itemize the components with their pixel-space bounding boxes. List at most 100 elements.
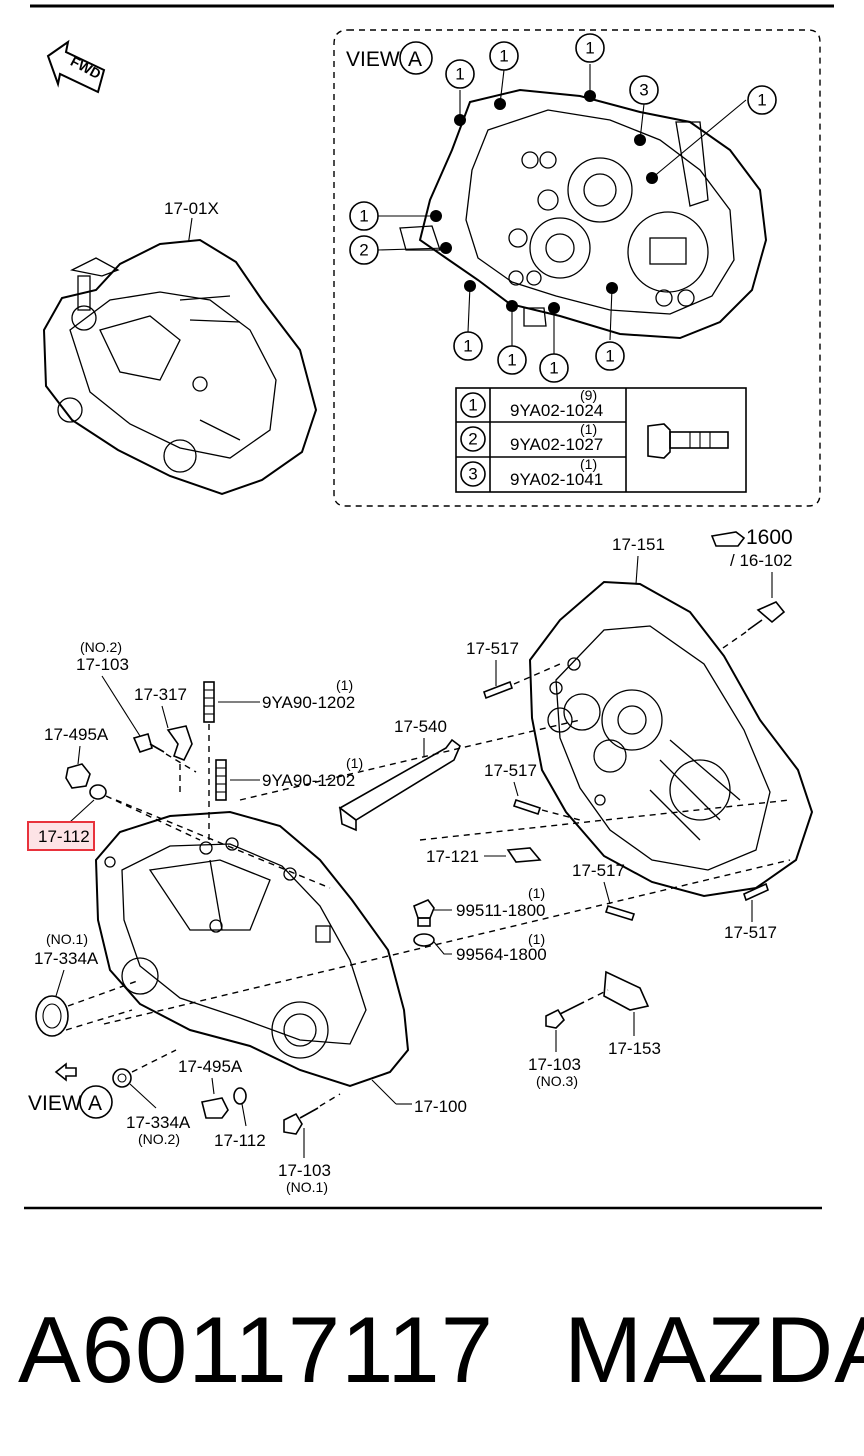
stud-bolt: (1) 9YA90-1202 bbox=[203, 677, 355, 840]
callout-bubble: 1 bbox=[489, 41, 519, 71]
svg-text:(NO.2): (NO.2) bbox=[138, 1131, 180, 1147]
svg-text:A: A bbox=[88, 1092, 102, 1115]
svg-text:17-153: 17-153 bbox=[608, 1039, 661, 1058]
gasket-washer: (1) 99564-1800 bbox=[413, 931, 547, 964]
bracket-17-153: 17-153 bbox=[603, 970, 661, 1058]
callout-bubble: 1 bbox=[747, 85, 777, 115]
svg-text:1: 1 bbox=[757, 91, 766, 110]
part-number-title: A60117117 MAZDA bbox=[18, 1290, 864, 1410]
bracket-17-317: 17-317 bbox=[134, 685, 193, 796]
svg-text:99511-1800: 99511-1800 bbox=[456, 901, 546, 920]
svg-text:9YA02-1027: 9YA02-1027 bbox=[510, 435, 603, 454]
svg-text:2: 2 bbox=[359, 241, 368, 260]
transmission-assembly: 17-01X bbox=[42, 199, 318, 496]
bolt-table-row: 3 (1) 9YA02-1041 bbox=[460, 456, 603, 489]
stud-bolt: (1) 9YA90-1202 bbox=[215, 755, 363, 801]
bolt-icon bbox=[647, 423, 729, 459]
reference-note: 1600 / 16-102 bbox=[710, 526, 793, 651]
svg-text:1: 1 bbox=[499, 47, 508, 66]
callout-bubble: 3 bbox=[629, 75, 659, 105]
transmission-case bbox=[94, 810, 410, 1088]
view-a-letter: A bbox=[408, 48, 422, 71]
drain-plug: (1) 99511-1800 bbox=[413, 885, 546, 927]
callout-bubble: 1 bbox=[575, 33, 605, 63]
svg-text:17-495A: 17-495A bbox=[178, 1057, 243, 1076]
svg-text:17-334A: 17-334A bbox=[126, 1113, 191, 1132]
magnet-part: 17-121 bbox=[426, 847, 542, 866]
view-a-title: VIEW bbox=[346, 48, 400, 71]
svg-text:(NO.3): (NO.3) bbox=[536, 1073, 578, 1089]
svg-text:1: 1 bbox=[507, 351, 516, 370]
callout-bubble: 1 bbox=[497, 345, 527, 375]
callout-bubble: 1 bbox=[453, 331, 483, 361]
label-17-151: 17-151 bbox=[612, 535, 665, 554]
svg-text:/ 16-102: / 16-102 bbox=[730, 551, 792, 570]
svg-text:17-495A: 17-495A bbox=[44, 725, 109, 744]
guide-bar: 17-540 bbox=[338, 717, 461, 832]
svg-text:(1): (1) bbox=[580, 456, 597, 472]
svg-text:17-517: 17-517 bbox=[572, 861, 625, 880]
callout-bubble: 1 bbox=[445, 59, 475, 89]
oil-seal-no2: 17-334A (NO.2) bbox=[112, 1049, 191, 1147]
svg-text:17-317: 17-317 bbox=[134, 685, 187, 704]
svg-text:(NO.1): (NO.1) bbox=[46, 931, 88, 947]
svg-text:17-103: 17-103 bbox=[278, 1161, 331, 1180]
dowel-pin: 17-517 bbox=[466, 639, 561, 700]
fwd-arrow-icon: FWD bbox=[46, 39, 106, 94]
svg-text:9YA90-1202: 9YA90-1202 bbox=[262, 693, 355, 712]
svg-text:1: 1 bbox=[455, 65, 464, 84]
svg-text:17-334A: 17-334A bbox=[34, 949, 99, 968]
part-number: A60117117 bbox=[18, 1297, 494, 1402]
svg-text:VIEW: VIEW bbox=[28, 1092, 82, 1115]
svg-text:17-517: 17-517 bbox=[724, 923, 777, 942]
callout-bubble: 1 bbox=[595, 341, 625, 371]
brand-name: MAZDA bbox=[563, 1297, 864, 1402]
svg-text:1: 1 bbox=[359, 207, 368, 226]
svg-text:17-103: 17-103 bbox=[76, 655, 129, 674]
dowel-pin: 17-517 bbox=[484, 761, 581, 821]
bolt-no1: 17-103 (NO.1) bbox=[278, 1093, 341, 1195]
svg-text:9YA02-1024: 9YA02-1024 bbox=[510, 401, 603, 420]
bolt-icon bbox=[747, 601, 786, 631]
svg-text:17-121: 17-121 bbox=[426, 847, 479, 866]
arrow-left-icon bbox=[54, 1062, 77, 1082]
svg-text:17-112: 17-112 bbox=[214, 1131, 266, 1150]
view-a-detail: VIEW A bbox=[333, 29, 821, 507]
svg-text:1: 1 bbox=[549, 359, 558, 378]
highlighted-part-17-112: 17-112 bbox=[27, 821, 95, 851]
bolt-no3: 17-103 (NO.3) bbox=[528, 989, 609, 1089]
callout-bubble: 2 bbox=[349, 235, 379, 265]
oil-seal-no1: (NO.1) 17-334A bbox=[34, 931, 141, 1037]
pointing-hand-icon bbox=[710, 531, 746, 547]
svg-text:(1): (1) bbox=[528, 931, 545, 947]
clutch-housing: 17-151 bbox=[528, 535, 814, 898]
svg-text:(NO.2): (NO.2) bbox=[80, 639, 122, 655]
callout-bubble: 1 bbox=[349, 201, 379, 231]
case-label: 17-100 bbox=[371, 1079, 467, 1116]
dowel-pin: 17-517 bbox=[724, 882, 777, 942]
svg-text:17-517: 17-517 bbox=[484, 761, 537, 780]
svg-text:(1): (1) bbox=[336, 677, 353, 693]
label-17-112-highlight: 17-112 bbox=[38, 827, 90, 846]
svg-text:3: 3 bbox=[468, 465, 477, 484]
svg-text:17-517: 17-517 bbox=[466, 639, 519, 658]
svg-text:(1): (1) bbox=[346, 755, 363, 771]
bolt-no2: (NO.2) 17-103 bbox=[76, 639, 197, 773]
svg-text:9YA02-1041: 9YA02-1041 bbox=[510, 470, 603, 489]
callout-bubble: 1 bbox=[539, 353, 569, 383]
bolt-table: 1 (9) 9YA02-1024 2 (1) 9YA02-1027 3 (1) … bbox=[455, 387, 747, 493]
dowel-pin: 17-517 bbox=[572, 861, 636, 921]
svg-text:(9): (9) bbox=[580, 387, 597, 403]
bolt-table-row: 1 (9) 9YA02-1024 bbox=[460, 387, 603, 420]
svg-text:1: 1 bbox=[605, 347, 614, 366]
svg-text:3: 3 bbox=[639, 81, 648, 100]
svg-text:99564-1800: 99564-1800 bbox=[456, 945, 547, 964]
assy-label: 17-01X bbox=[164, 199, 219, 218]
svg-text:1600: 1600 bbox=[746, 526, 793, 549]
bolt-table-row: 2 (1) 9YA02-1027 bbox=[460, 421, 603, 454]
svg-text:1: 1 bbox=[468, 396, 477, 415]
svg-text:(1): (1) bbox=[528, 885, 545, 901]
svg-text:17-100: 17-100 bbox=[414, 1097, 467, 1116]
drain-plug-lower: 17-495A 17-112 bbox=[178, 1057, 266, 1150]
filler-plug: 17-495A bbox=[44, 725, 201, 841]
